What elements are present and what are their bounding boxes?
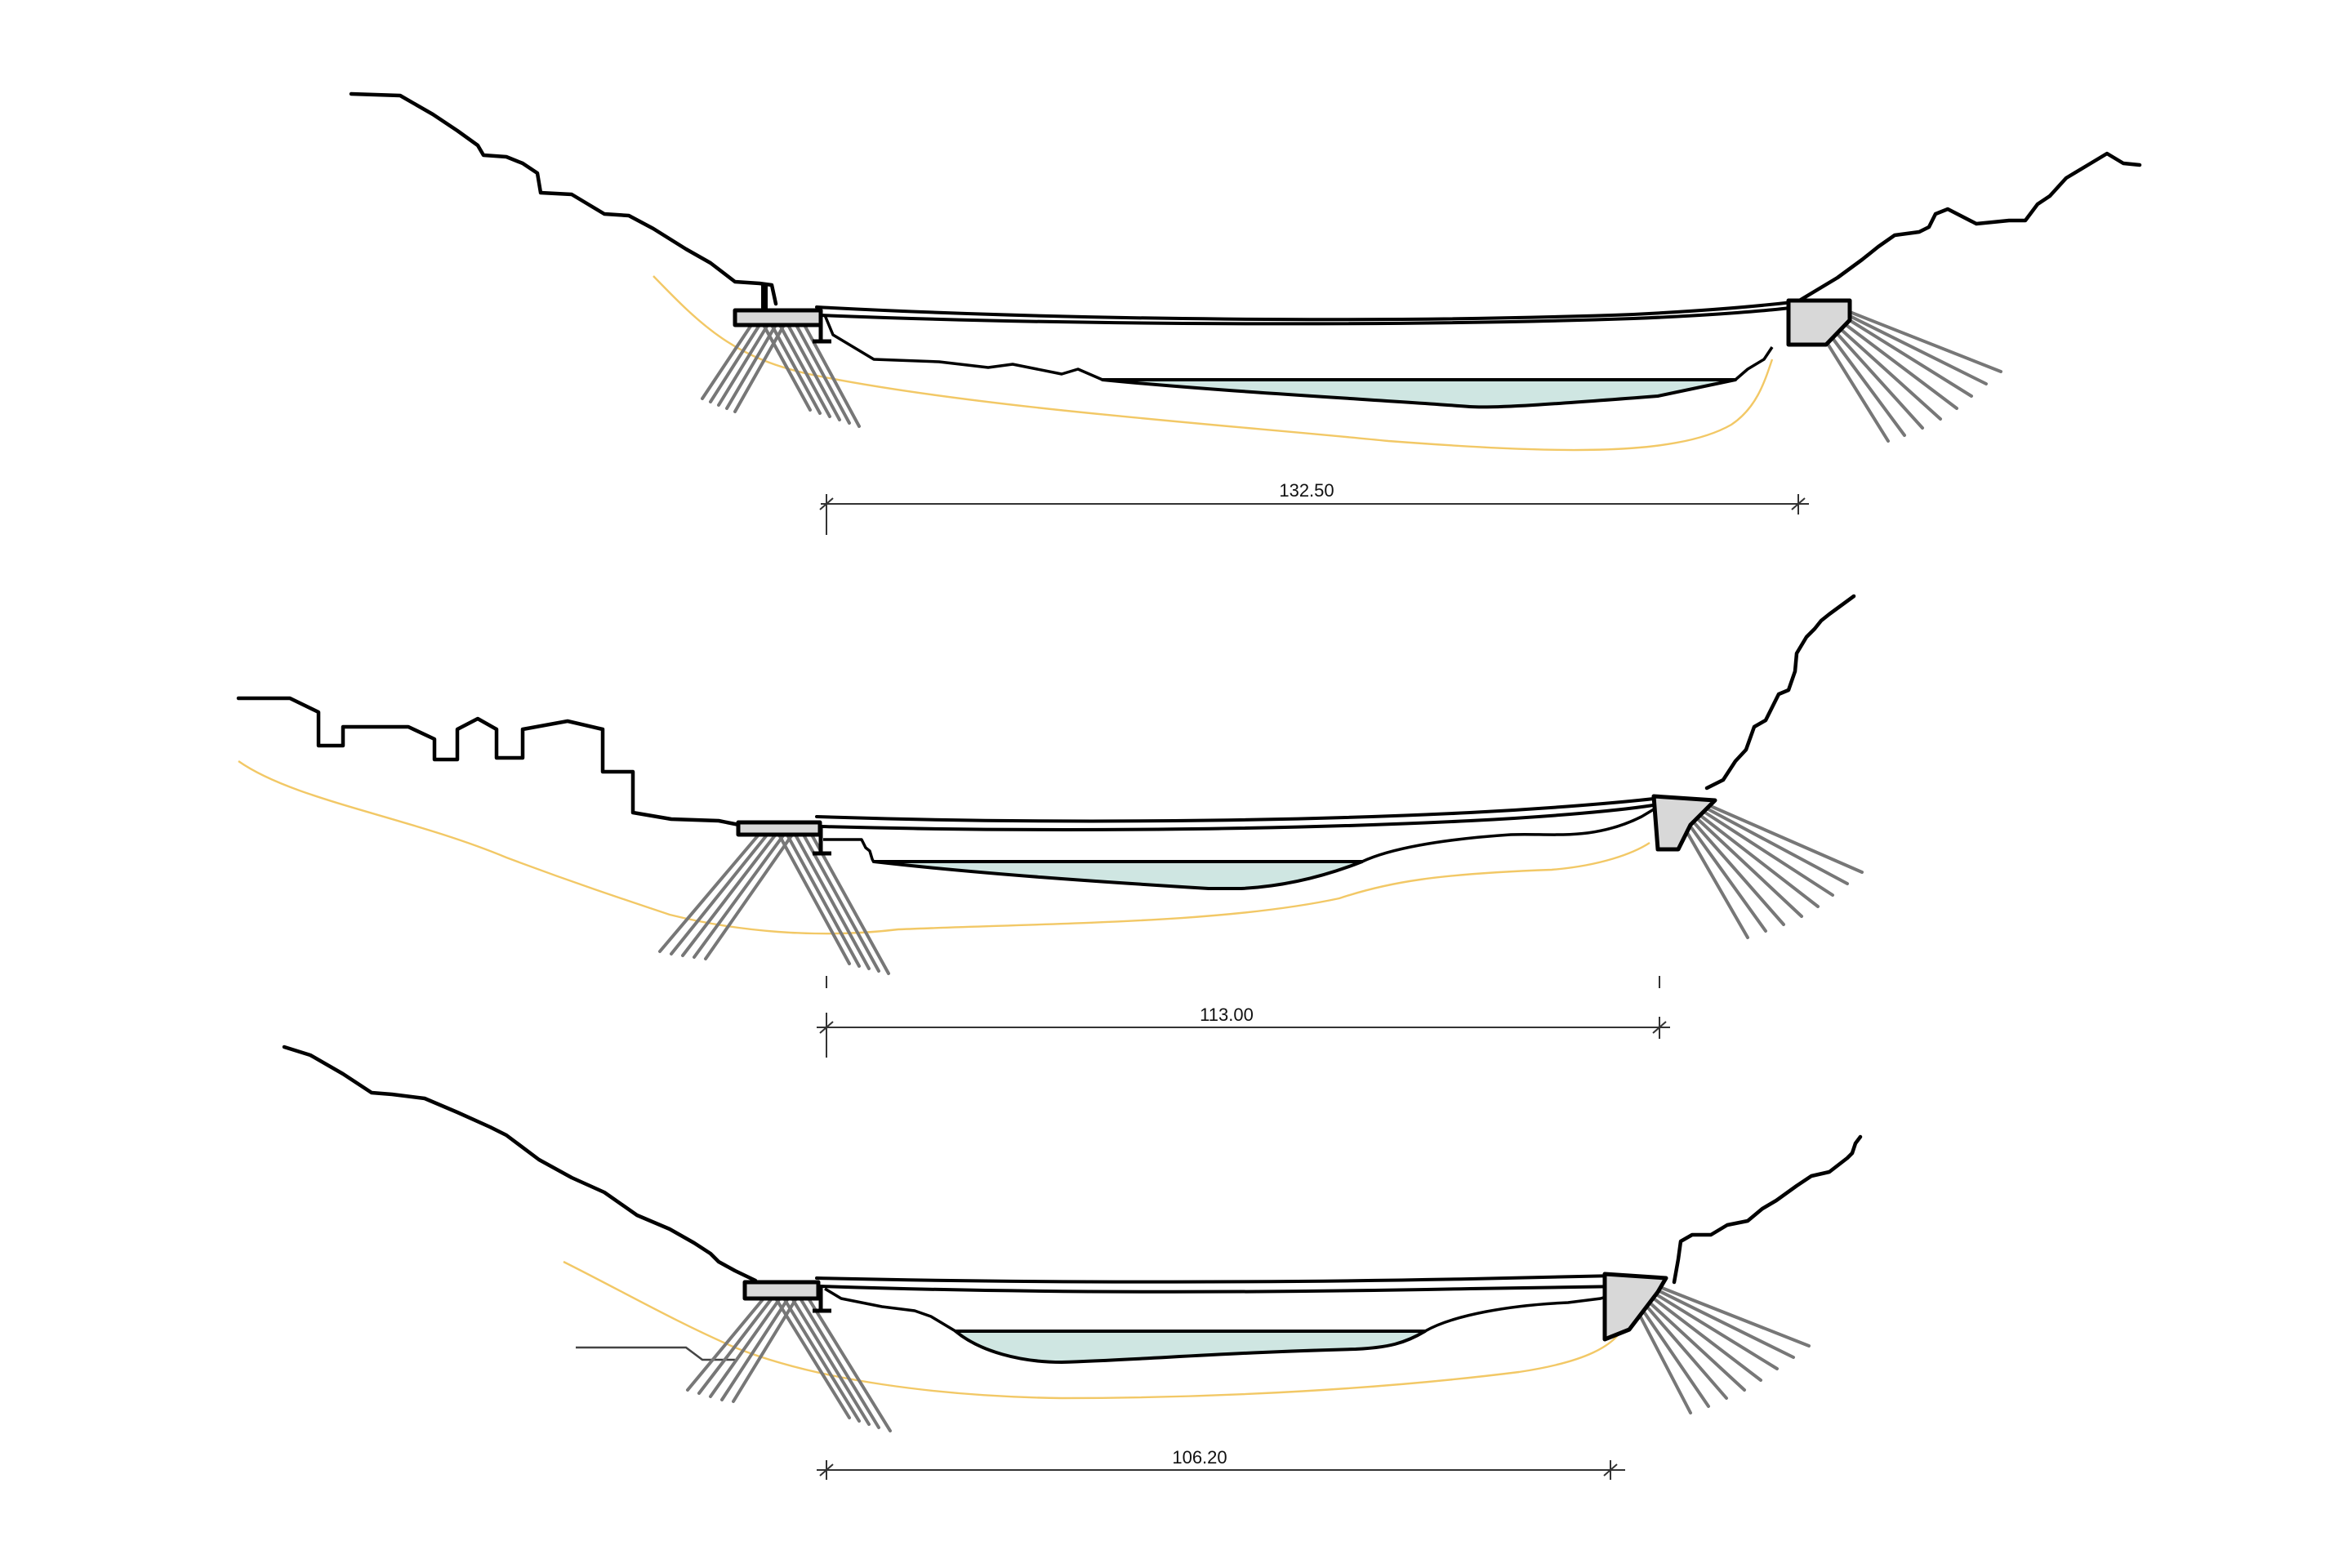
riverbed xyxy=(823,838,875,863)
riverbed-right xyxy=(1734,346,1774,381)
anchors-right xyxy=(1636,1285,1811,1414)
anchors-left xyxy=(658,827,890,975)
terrain-left xyxy=(282,1045,758,1283)
section-1 xyxy=(349,91,2142,535)
abutment-right xyxy=(1786,298,1852,347)
water-body xyxy=(872,860,1364,890)
terrain-left xyxy=(236,696,742,827)
left-post xyxy=(761,284,768,312)
riverbed xyxy=(823,314,1103,381)
terrain-left xyxy=(349,91,778,306)
rock-line xyxy=(563,1260,1627,1400)
dimension-line-1 xyxy=(819,494,1809,535)
deck-bottom xyxy=(819,305,1798,326)
terrain-right xyxy=(1672,1134,1863,1285)
left-bearing xyxy=(813,315,831,344)
dimension-line-3 xyxy=(817,1460,1625,1480)
section-2 xyxy=(236,594,1864,1058)
riverbed-right xyxy=(1361,805,1659,863)
span-dimension-2: 113.00 xyxy=(1200,1004,1254,1025)
reference-line xyxy=(576,1346,735,1361)
terrain-right xyxy=(1704,594,1856,791)
anchors-right xyxy=(1684,803,1864,939)
deck-bottom xyxy=(819,803,1659,831)
riverbed-right xyxy=(1424,1290,1622,1333)
abutment-left xyxy=(733,308,823,327)
span-dimension-3: 106.20 xyxy=(1172,1447,1227,1468)
water-body xyxy=(954,1330,1427,1364)
left-bearing xyxy=(813,1286,831,1313)
section-3 xyxy=(282,1045,1863,1480)
water-body xyxy=(1101,378,1737,409)
rock-line xyxy=(238,760,1650,935)
anchors-left xyxy=(686,1297,892,1432)
abutment-left xyxy=(742,1280,821,1301)
abutment-left xyxy=(736,820,822,837)
deck-bottom xyxy=(819,1285,1627,1294)
riverbed xyxy=(824,1287,956,1333)
deck-top xyxy=(815,797,1655,823)
rock-line xyxy=(653,275,1774,452)
deck-top xyxy=(815,301,1794,322)
terrain-right xyxy=(1794,151,2142,305)
left-bearing xyxy=(813,825,831,856)
span-dimension-1: 132.50 xyxy=(1279,480,1334,501)
dimension-line-2 xyxy=(817,976,1670,1058)
deck-top xyxy=(815,1274,1619,1284)
abutment-right xyxy=(1602,1272,1668,1342)
anchors-right xyxy=(1818,307,2002,443)
abutment-right xyxy=(1651,794,1717,852)
